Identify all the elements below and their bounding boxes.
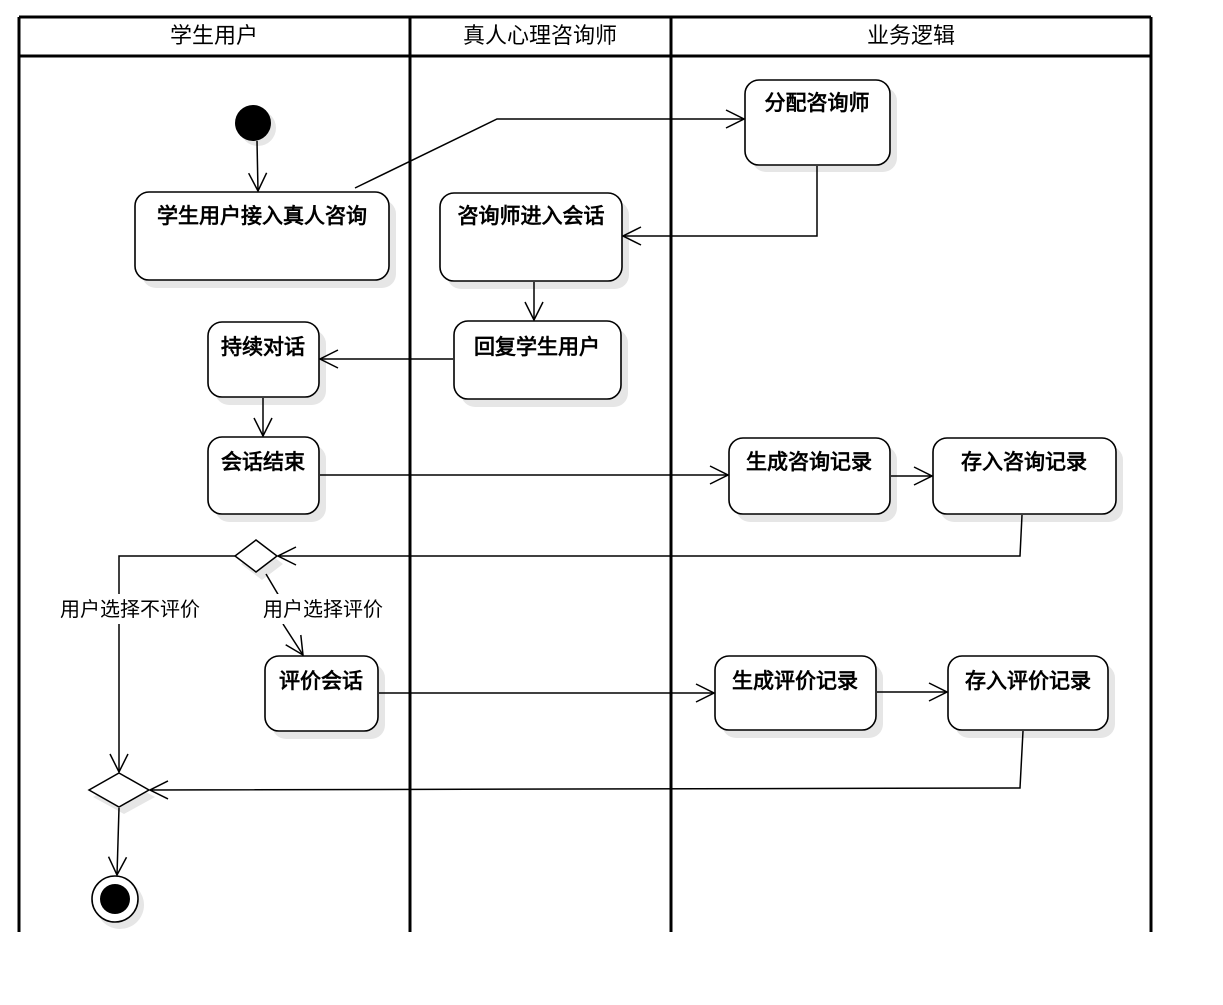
edge-decision-evaluate: [265, 573, 303, 655]
activity-session-end: 会话结束: [207, 436, 326, 522]
activity-assign-counselor: 分配咨询师: [744, 79, 897, 172]
edge-merge-to-final: [117, 807, 119, 875]
activity-label: 生成评价记录: [732, 669, 858, 693]
lane-title-business-logic: 业务逻辑: [867, 24, 955, 49]
activity-counselor-join: 咨询师进入会话: [439, 192, 629, 289]
edge-initial-to-student-access: [257, 140, 258, 191]
activity-gen-eval-record: 生成评价记录: [714, 655, 883, 738]
activity-label: 咨询师进入会话: [458, 204, 605, 228]
final-node: [91, 875, 144, 929]
lane-title-counselor: 真人心理咨询师: [463, 24, 617, 49]
activity-label: 存入咨询记录: [961, 450, 1087, 474]
activity-label: 学生用户接入真人咨询: [157, 204, 367, 228]
edge-decision-no-evaluate: [119, 555, 235, 772]
activity-label: 分配咨询师: [765, 91, 870, 115]
activity-student-access: 学生用户接入真人咨询: [134, 191, 396, 288]
activity-label: 存入评价记录: [965, 669, 1091, 693]
activity-continue-dialog: 持续对话: [207, 321, 326, 405]
guard-evaluate: 用户选择评价: [263, 597, 383, 621]
activity-label: 生成咨询记录: [746, 450, 872, 474]
activity-label: 持续对话: [221, 335, 305, 359]
edge-assign-to-join: [623, 166, 818, 236]
initial-node: [235, 105, 276, 146]
edge-save-consult-to-decision: [278, 514, 1023, 556]
activity-reply-student: 回复学生用户: [453, 320, 628, 407]
activity-label: 回复学生用户: [474, 335, 600, 359]
decision-node: [233, 539, 283, 580]
activity-label: 会话结束: [221, 450, 306, 474]
guard-no-evaluate: 用户选择不评价: [60, 597, 200, 621]
activity-label: 评价会话: [279, 669, 363, 693]
activity-save-eval-record: 存入评价记录: [947, 655, 1115, 738]
edge-save-eval-to-merge: [150, 730, 1024, 790]
edge-access-to-assign: [354, 119, 744, 189]
activity-gen-consult-record: 生成咨询记录: [728, 437, 897, 522]
activity-save-consult-record: 存入咨询记录: [932, 437, 1123, 522]
lane-title-student: 学生用户: [170, 24, 258, 49]
activity-evaluate-session: 评价会话: [264, 655, 385, 739]
merge-node: [87, 772, 155, 814]
